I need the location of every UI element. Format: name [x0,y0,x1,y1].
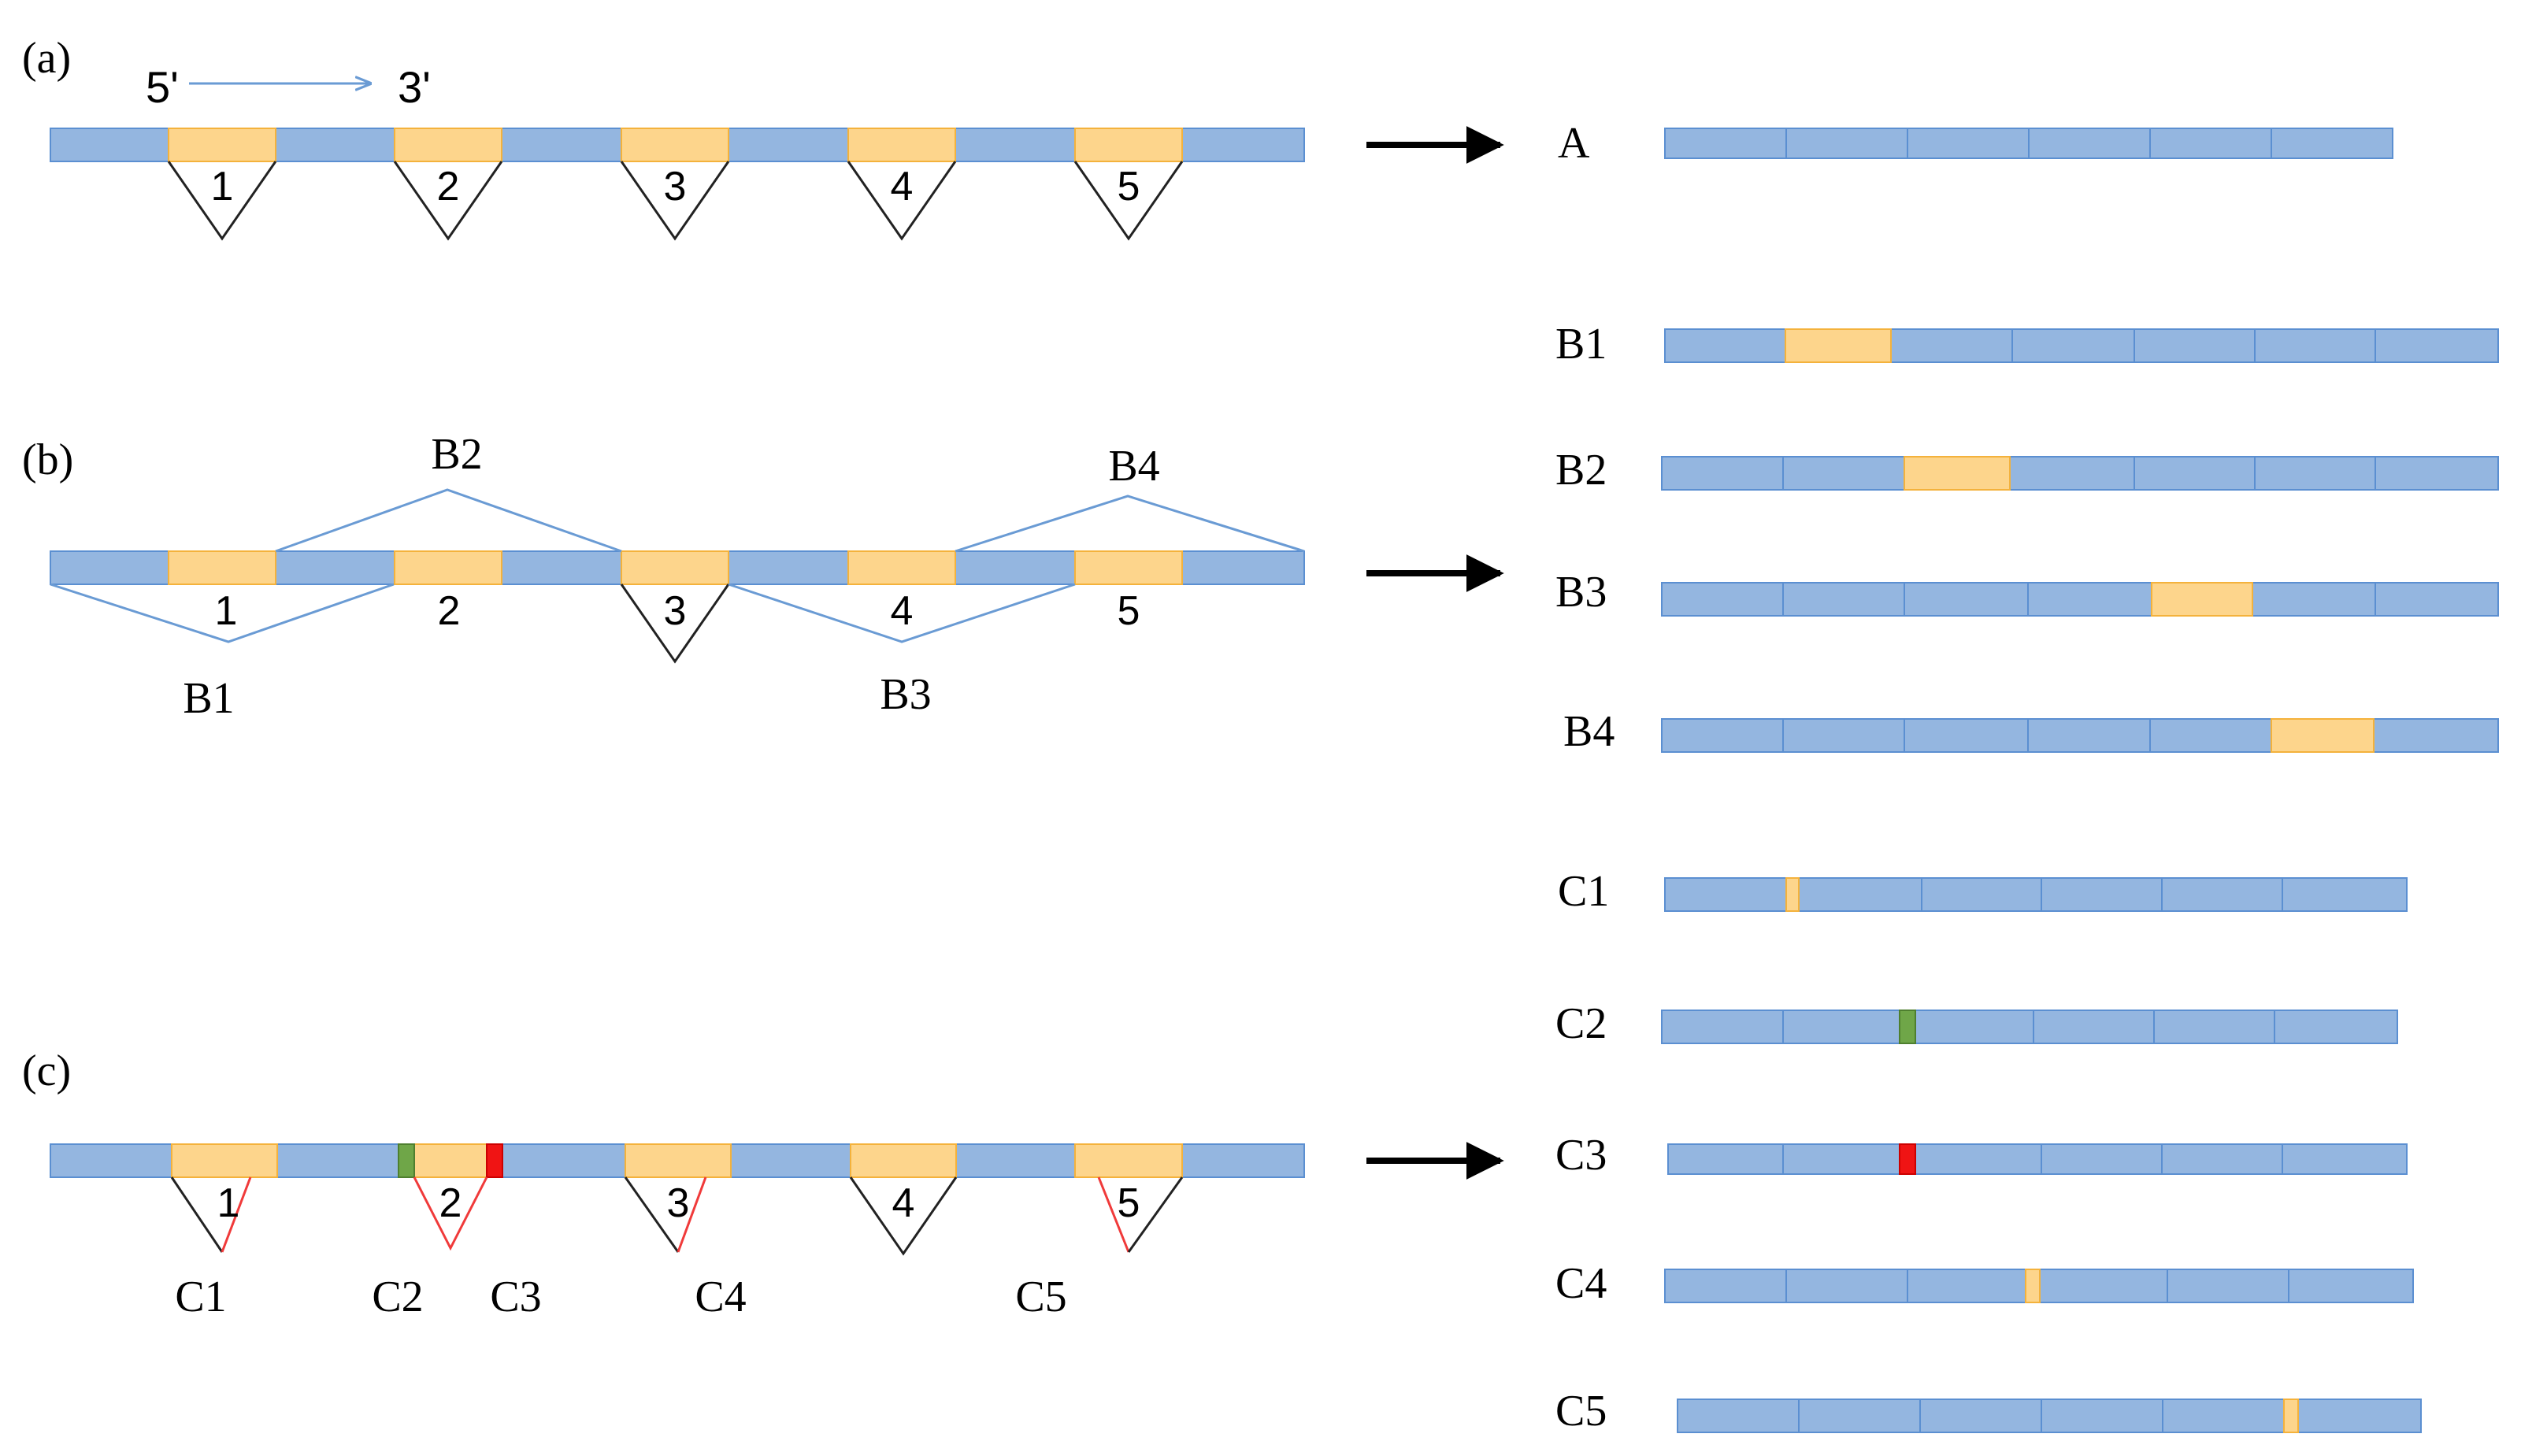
intron-number-3: 3 [664,164,687,209]
isoform-label-b1: B1 [1555,320,1607,369]
intron-b-2 [394,550,502,585]
intron-c-4 [850,1143,957,1178]
site-label-c5: C5 [1015,1273,1066,1321]
intron-number-c-5: 5 [1118,1180,1140,1226]
isoform-a [1664,128,2393,159]
isoform-label-b2: B2 [1555,446,1607,495]
intron-number-b-5: 5 [1118,588,1140,634]
isoform-label-c2: C2 [1555,999,1607,1048]
splice-loop-5 [1073,161,1184,241]
isoform-c4: C4 [1555,1259,2414,1308]
junction-label-b4: B4 [1108,442,1159,491]
panel-b-label: (b) [22,435,73,484]
intron-b-3 [621,550,729,585]
isoform-label-c5: C5 [1555,1387,1607,1436]
three-prime-label: 3' [398,62,431,112]
intron-b-5 [1074,550,1183,585]
splice-loop-c-5 [1127,1176,1184,1253]
intron-number-b-1: 1 [215,588,238,634]
intron-number-1: 1 [211,164,234,209]
splice-loop-b-3 [620,584,730,664]
intron-number-c-4: 4 [892,1180,915,1226]
intron-b-4 [847,550,956,585]
alt-site-c4 [677,1176,707,1253]
five-prime-label: 5' [146,62,179,112]
intron-number-b-3: 3 [664,588,687,634]
isoform-c2: C2 [1555,999,2398,1048]
site-label-c1: C1 [175,1273,226,1321]
junction-label-b3: B3 [880,670,931,719]
isoform-label-c4: C4 [1555,1259,1607,1308]
intron-5 [1074,128,1183,162]
isoform-label-c1: C1 [1558,867,1609,916]
splice-loop-3 [620,161,730,241]
junction-b1 [50,583,395,643]
intron-3 [621,128,729,162]
isoform-label-b4: B4 [1563,707,1615,756]
intron-1 [168,128,276,162]
isoform-label-a: A [1558,119,1590,168]
isoform-b3: B3 [1555,568,2499,617]
intron-number-2: 2 [437,164,460,209]
site-label-c2: C2 [372,1273,423,1321]
splice-loop-1 [167,161,277,241]
panel-c-label: (c) [22,1047,71,1095]
green-site-marker [398,1143,415,1178]
isoform-b2: B2 [1555,446,2499,495]
isoform-b1: B1 [1555,320,2499,369]
intron-number-5: 5 [1118,164,1140,209]
isoform-c3: C3 [1555,1131,2408,1180]
intron-2 [394,128,502,162]
splice-loop-4 [847,161,957,241]
junction-label-b1: B1 [183,674,234,723]
intron-c-3 [625,1143,732,1178]
splice-loop-c-4 [849,1176,958,1256]
splice-loop-c-1 [170,1176,224,1253]
intron-c-5 [1074,1143,1183,1178]
intron-b-1 [168,550,276,585]
intron-number-b-4: 4 [891,588,914,634]
junction-b4 [955,495,1305,553]
panel-a: (a) 5' 3' 1 2 3 4 5 A [22,34,1590,241]
intron-4 [847,128,956,162]
isoform-c1: C1 [1558,867,2408,916]
isoform-label-c3: C3 [1555,1131,1607,1180]
isoform-b4: B4 [1563,707,2499,756]
panel-c: (c) 1 2 3 4 5 C1 C2 C3 C4 C5 [22,1047,1504,1321]
site-label-c4: C4 [695,1273,746,1321]
alt-site-c2 [413,1176,488,1251]
alt-site-c1 [221,1176,252,1253]
site-label-c3: C3 [490,1273,541,1321]
splice-loop-c-3 [624,1176,680,1253]
intron-c-1 [171,1143,278,1178]
red-site-marker [486,1143,503,1178]
intron-number-c-2: 2 [439,1180,462,1226]
junction-label-b2: B2 [431,430,482,479]
isoform-c5: C5 [1555,1387,2422,1436]
junction-b2 [275,488,622,553]
alt-site-c5 [1097,1176,1130,1253]
intron-number-b-2: 2 [438,588,461,634]
panel-b: (b) 1 2 3 4 5 B1 B2 B3 B4 [22,430,1504,723]
isoform-label-b3: B3 [1555,568,1607,617]
intron-number-c-1: 1 [217,1180,240,1226]
panel-a-label: (a) [22,34,71,83]
junction-b3 [728,583,1076,643]
intron-number-4: 4 [891,164,914,209]
splice-loop-2 [393,161,503,241]
intron-number-c-3: 3 [667,1180,690,1226]
